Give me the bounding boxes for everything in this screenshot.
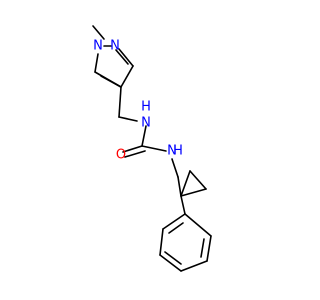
bond-ch2-nh1 [118,116,138,122]
bond-methyl-n1 [92,25,105,40]
bond-ph-6 [162,213,186,230]
bond-cp-phenyl [180,195,186,215]
bond-ch2-cyclopropyl [177,176,182,197]
bond-cp-c [180,188,207,197]
bond-c3-n2 [118,48,134,67]
bond-carbonyl-nh2 [141,145,167,152]
molecule-structure: N N N H O N H [92,25,212,272]
bond-ph-3 [180,260,208,272]
atom-nh2-label: N [167,144,177,159]
bond-c5-c4-double [100,75,122,88]
bond-c3-n2-double [115,49,129,65]
atom-n1-label: N [93,39,103,54]
bond-ph-1 [184,213,212,237]
bond-cp-a [180,170,191,197]
molecule-canvas: N N N H O N H [92,25,212,272]
atom-n2-label: N [110,39,120,54]
bond-ph-2-double [200,238,205,258]
atom-nh2-hydrogen: H [173,144,183,159]
bond-cp-b [189,170,207,190]
atom-o-label: O [116,148,126,163]
bond-ph-4 [159,254,182,272]
bond-ph-5 [159,228,164,256]
bond-c4-ch2 [118,86,122,118]
bond-c4-c3 [120,65,134,88]
atom-nh1-hydrogen: H [141,100,151,115]
atom-nh1-label: N [141,116,151,131]
bond-carbonyl-o-double [124,150,146,158]
bond-n1-c5 [94,53,99,73]
bond-ph-4-double [164,251,182,265]
bond-ph-6-double [168,222,184,234]
bond-nh1-carbonyl [141,125,147,147]
bond-carbonyl-o [122,145,143,153]
bond-ph-2 [206,235,212,262]
bond-nh2-ch2 [171,158,179,178]
